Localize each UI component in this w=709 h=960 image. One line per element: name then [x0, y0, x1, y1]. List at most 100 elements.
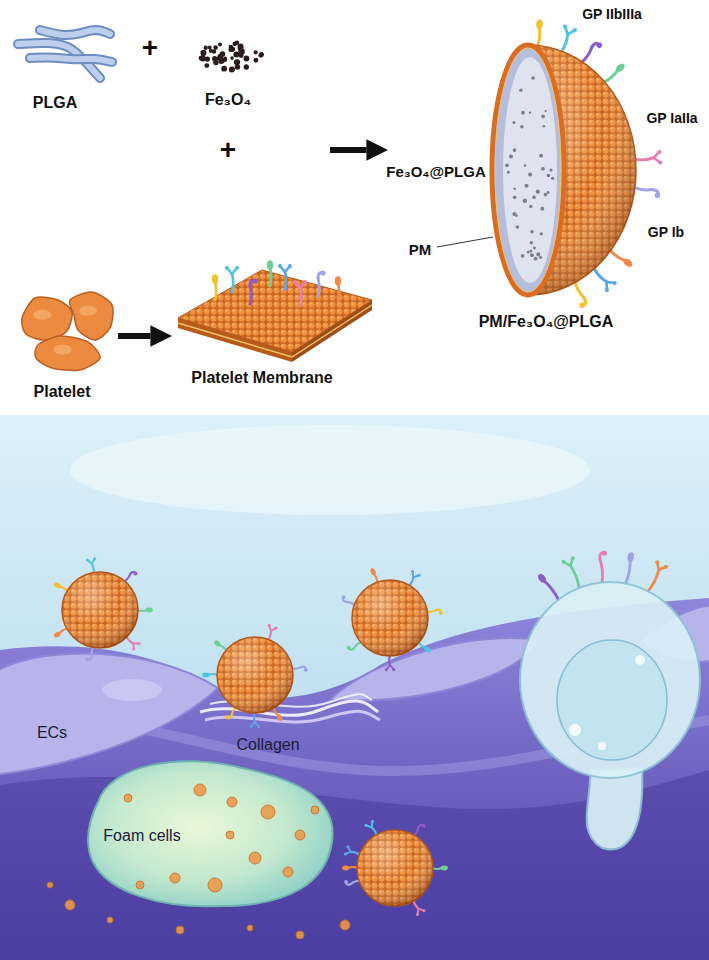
- lipid-droplet: [124, 794, 132, 802]
- material-item: Fe₃O₄: [190, 30, 330, 160]
- receptor-protein: [274, 707, 284, 722]
- iron-oxide-dot: [213, 45, 218, 50]
- core-iron-dot: [516, 225, 520, 229]
- nanoparticle: [202, 624, 307, 728]
- core-iron-dot: [551, 177, 554, 180]
- core-iron-dot: [512, 121, 515, 124]
- core-iron-dot: [543, 125, 546, 128]
- endothelial-cell: [0, 653, 218, 775]
- core-iron-dot: [544, 193, 548, 197]
- iron-oxide-dot: [204, 63, 209, 68]
- receptor-stem: [604, 70, 618, 82]
- process-arrow: [330, 147, 366, 153]
- receptor-protein: [267, 260, 273, 286]
- receptor-tip: [579, 302, 584, 307]
- receptor-head: [267, 260, 273, 270]
- process-arrow: [118, 333, 150, 339]
- receptor-stem: [318, 278, 319, 296]
- core-iron-dot: [524, 184, 528, 188]
- receptor-head: [276, 713, 284, 722]
- receptor-protein: [575, 281, 586, 307]
- receptor-tip: [93, 557, 96, 560]
- core-iron-dot: [533, 247, 536, 250]
- core-iron-dot: [529, 111, 531, 113]
- receptor-protein: [635, 150, 663, 165]
- iron-oxide-dot: [253, 58, 258, 63]
- lipid-droplet: [65, 900, 75, 910]
- particle-shade: [352, 580, 428, 656]
- receptor-tip: [344, 880, 348, 884]
- receptor-head: [627, 552, 635, 563]
- core-iron-dot: [536, 190, 540, 194]
- membrane-label: PM: [409, 241, 432, 258]
- receptor-tip: [655, 193, 660, 198]
- membrane-item: Platelet Membrane: [172, 262, 372, 392]
- core-iron-dot: [529, 205, 533, 209]
- receptor-protein: [291, 667, 307, 672]
- receptor-tip: [288, 264, 292, 268]
- receptor-tip: [655, 560, 659, 564]
- receptor-head: [423, 646, 432, 654]
- polymer-tube: [30, 58, 112, 62]
- receptor-stem: [648, 570, 659, 591]
- core-iron-dot: [509, 154, 513, 158]
- platelet-cell: [35, 336, 100, 371]
- cell-body: [520, 582, 700, 778]
- core-iron-dot: [523, 199, 527, 203]
- receptor-protein: [418, 642, 432, 654]
- receptor-stem: [537, 28, 539, 47]
- lipid-droplet: [247, 925, 253, 931]
- receptor-tip: [235, 266, 239, 270]
- node-label: PM/Fe₃O₄@PLGA: [479, 313, 614, 331]
- particle-shade: [62, 572, 138, 648]
- receptor-protein: [318, 270, 326, 296]
- source-item: Platelet: [5, 285, 118, 405]
- receptor-tip: [365, 824, 368, 827]
- polymer-core: [503, 57, 557, 283]
- iron-oxide-dot: [238, 48, 244, 54]
- core-iron-dot: [521, 111, 525, 115]
- core-iron-dot: [530, 241, 533, 244]
- core-iron-dot: [549, 169, 552, 172]
- core-iron-dot: [540, 207, 544, 211]
- core-iron-dot: [521, 254, 525, 258]
- iron-oxide-dot: [259, 53, 263, 57]
- iron-oxide-dot: [204, 46, 208, 50]
- receptor-tip: [422, 824, 426, 828]
- receptor-tip: [573, 28, 577, 32]
- core-iron-dot: [531, 76, 535, 80]
- lipid-droplet: [295, 830, 305, 840]
- core-iron-dot: [519, 88, 522, 91]
- receptor-stem: [610, 250, 625, 261]
- receptor-head: [622, 257, 634, 268]
- particle-membrane: [492, 45, 636, 295]
- core-iron-dot: [536, 252, 540, 256]
- receptor-protein: [137, 608, 153, 613]
- receptor-tip: [344, 852, 347, 855]
- lipid-droplet: [170, 873, 180, 883]
- coated-nanoparticle: [492, 19, 662, 308]
- iron-oxide-dot: [235, 64, 241, 70]
- receptor-tip: [439, 611, 443, 615]
- receptor-protein: [626, 552, 635, 584]
- core-iron-dot: [539, 154, 543, 158]
- receptor-head: [213, 639, 222, 647]
- core-iron-dot: [534, 257, 538, 261]
- iron-oxide-dot: [229, 67, 234, 72]
- tissue-label: Collagen: [236, 736, 299, 754]
- receptor-protein: [86, 557, 96, 573]
- receptor-protein: [414, 824, 426, 836]
- cell-pseudopod: [587, 768, 643, 849]
- receptor-tip: [225, 266, 229, 270]
- lipid-droplet: [311, 806, 319, 814]
- lipid-droplet: [249, 852, 261, 864]
- receptor-protein: [224, 707, 236, 719]
- receptor-tip: [252, 278, 257, 283]
- cell-spot: [635, 655, 645, 665]
- core-iron-dot: [515, 214, 518, 217]
- receptor-stem: [250, 286, 251, 304]
- receptor-tip: [320, 270, 325, 275]
